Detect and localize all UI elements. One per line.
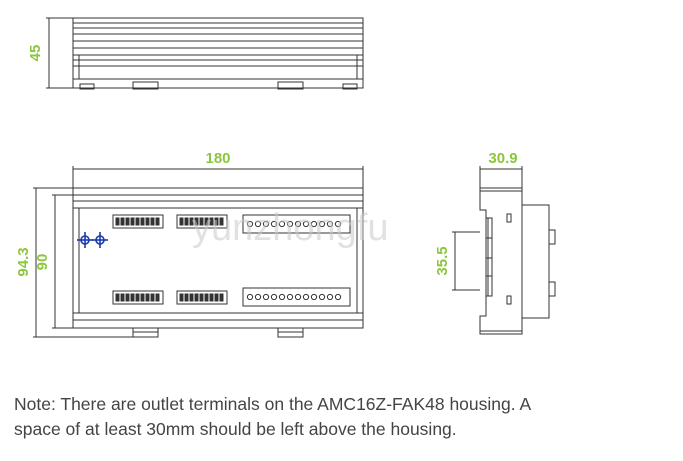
dim-side <box>452 166 523 291</box>
terminal-strip-lower-right <box>242 287 351 307</box>
terminal-block-lower-left <box>112 290 164 305</box>
side-view <box>479 187 556 335</box>
terminal-strip-upper-right <box>242 214 351 234</box>
terminal-block-lower-middle <box>176 290 228 305</box>
installation-note: Note: There are outlet terminals on the … <box>14 392 679 442</box>
watermark-text: yunzhongfu <box>192 207 389 249</box>
dim-front-heights <box>33 187 133 338</box>
terminal-block-upper-left <box>112 214 164 229</box>
mounting-point-right-icon <box>92 232 108 248</box>
top-view <box>72 17 364 90</box>
mounting-point-left-icon <box>77 232 93 248</box>
front-terminals <box>112 214 351 307</box>
dim-front-width <box>72 166 364 188</box>
note-line-1: Note: There are outlet terminals on the … <box>14 394 532 414</box>
note-line-2: space of at least 30mm should be left ab… <box>14 419 457 439</box>
mounting-point-icons <box>77 232 108 248</box>
terminal-block-upper-middle <box>176 214 228 229</box>
dim-side-step-label: 35.5 <box>434 246 451 275</box>
dim-front-height-outer-label: 94.3 <box>15 247 32 276</box>
dim-front-width-label: 180 <box>205 150 230 167</box>
dim-top-height-label: 45 <box>27 45 44 62</box>
dim-front-height-inner-label: 90 <box>34 254 51 271</box>
dim-top-height <box>46 17 73 89</box>
dim-side-depth-label: 30.9 <box>488 150 517 167</box>
front-view <box>72 187 364 338</box>
